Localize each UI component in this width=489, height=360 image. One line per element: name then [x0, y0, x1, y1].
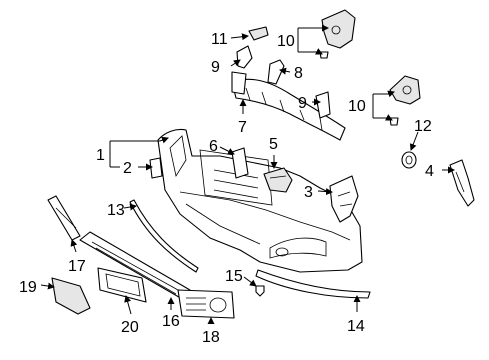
callout-14: 14 — [347, 318, 365, 335]
part-lower-grille-16 — [79, 231, 191, 301]
callout-1: 1 — [96, 147, 105, 164]
callout-labels: 11 9 10 8 9 7 10 12 4 1 2 6 5 3 13 17 15… — [19, 31, 434, 346]
callout-6: 6 — [209, 138, 218, 155]
callout-9-left: 9 — [211, 59, 220, 76]
part-impact-bar — [231, 71, 346, 141]
part-bracket-8 — [267, 59, 285, 85]
part-grommet-12 — [401, 151, 417, 169]
part-mount-bracket-10-top — [319, 9, 356, 59]
callout-10-right: 10 — [348, 98, 366, 115]
callout-12: 12 — [414, 118, 432, 135]
callout-7: 7 — [238, 119, 247, 136]
part-clip-15 — [255, 285, 265, 297]
callout-10-top: 10 — [277, 33, 295, 50]
callout-2: 2 — [123, 160, 132, 177]
callout-9-right: 9 — [298, 95, 307, 112]
callout-4: 4 — [425, 163, 434, 180]
part-bracket-11 — [248, 26, 269, 41]
callout-18: 18 — [202, 329, 220, 346]
callout-20: 20 — [121, 319, 139, 336]
callout-16: 16 — [162, 313, 180, 330]
callout-11: 11 — [211, 31, 228, 48]
callout-19: 19 — [19, 279, 37, 296]
part-bracket-9-left — [236, 45, 253, 69]
part-side-bracket-4 — [449, 159, 475, 207]
part-lower-molding-14 — [255, 269, 371, 299]
callout-5: 5 — [269, 136, 278, 153]
part-spoiler-17 — [47, 195, 81, 241]
part-sensor-5 — [263, 167, 293, 193]
part-license-bracket-20 — [97, 267, 147, 303]
part-mount-bracket-10-right — [389, 75, 421, 126]
leader-lines — [40, 24, 455, 324]
callout-15: 15 — [225, 268, 243, 285]
part-fog-grille-18 — [177, 289, 235, 319]
callout-8: 8 — [294, 65, 303, 82]
part-side-guide-3 — [329, 175, 359, 223]
callout-3: 3 — [304, 184, 313, 201]
callout-13: 13 — [107, 202, 125, 219]
part-bracket-6 — [231, 147, 249, 179]
callout-17: 17 — [68, 258, 86, 275]
part-plate-19 — [51, 277, 91, 315]
part-tow-cover-2 — [149, 157, 163, 179]
